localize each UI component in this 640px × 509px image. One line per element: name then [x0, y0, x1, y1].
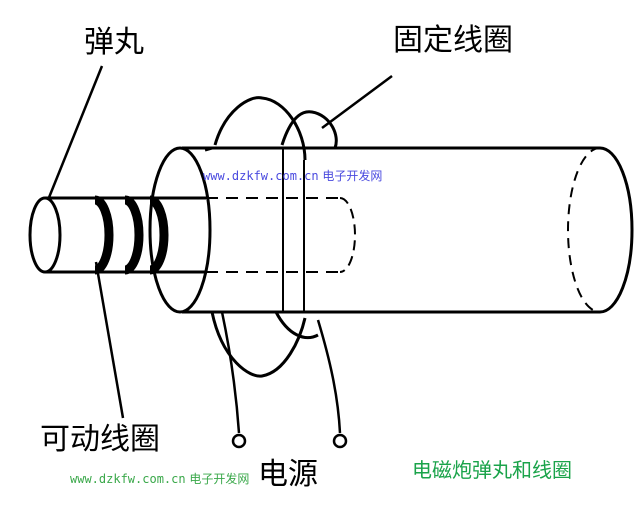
watermark-bottom: www.dzkfw.com.cn 电子开发网 [70, 473, 249, 485]
label-moving-coil: 可动线圈 [40, 422, 160, 457]
terminal-right [332, 433, 348, 449]
diagram-caption: 电磁炮弹丸和线圈 [412, 458, 572, 482]
fixed-coil [204, 96, 338, 378]
label-power-source: 电源 [258, 457, 318, 492]
projectile [28, 196, 356, 274]
watermark-site: 电子开发网 [189, 472, 250, 486]
watermark-url: www.dzkfw.com.cn [203, 169, 319, 183]
moving-coil-bands [94, 195, 169, 275]
leader-lines [46, 65, 393, 419]
power-leads [220, 311, 342, 434]
watermark-site: 电子开发网 [322, 169, 383, 183]
barrel-tube [148, 146, 634, 314]
label-projectile: 弹丸 [84, 25, 144, 60]
terminal-left [231, 433, 247, 449]
watermark-top: www.dzkfw.com.cn 电子开发网 [203, 170, 382, 182]
label-fixed-coil: 固定线圈 [393, 23, 513, 58]
watermark-url: www.dzkfw.com.cn [70, 472, 186, 486]
